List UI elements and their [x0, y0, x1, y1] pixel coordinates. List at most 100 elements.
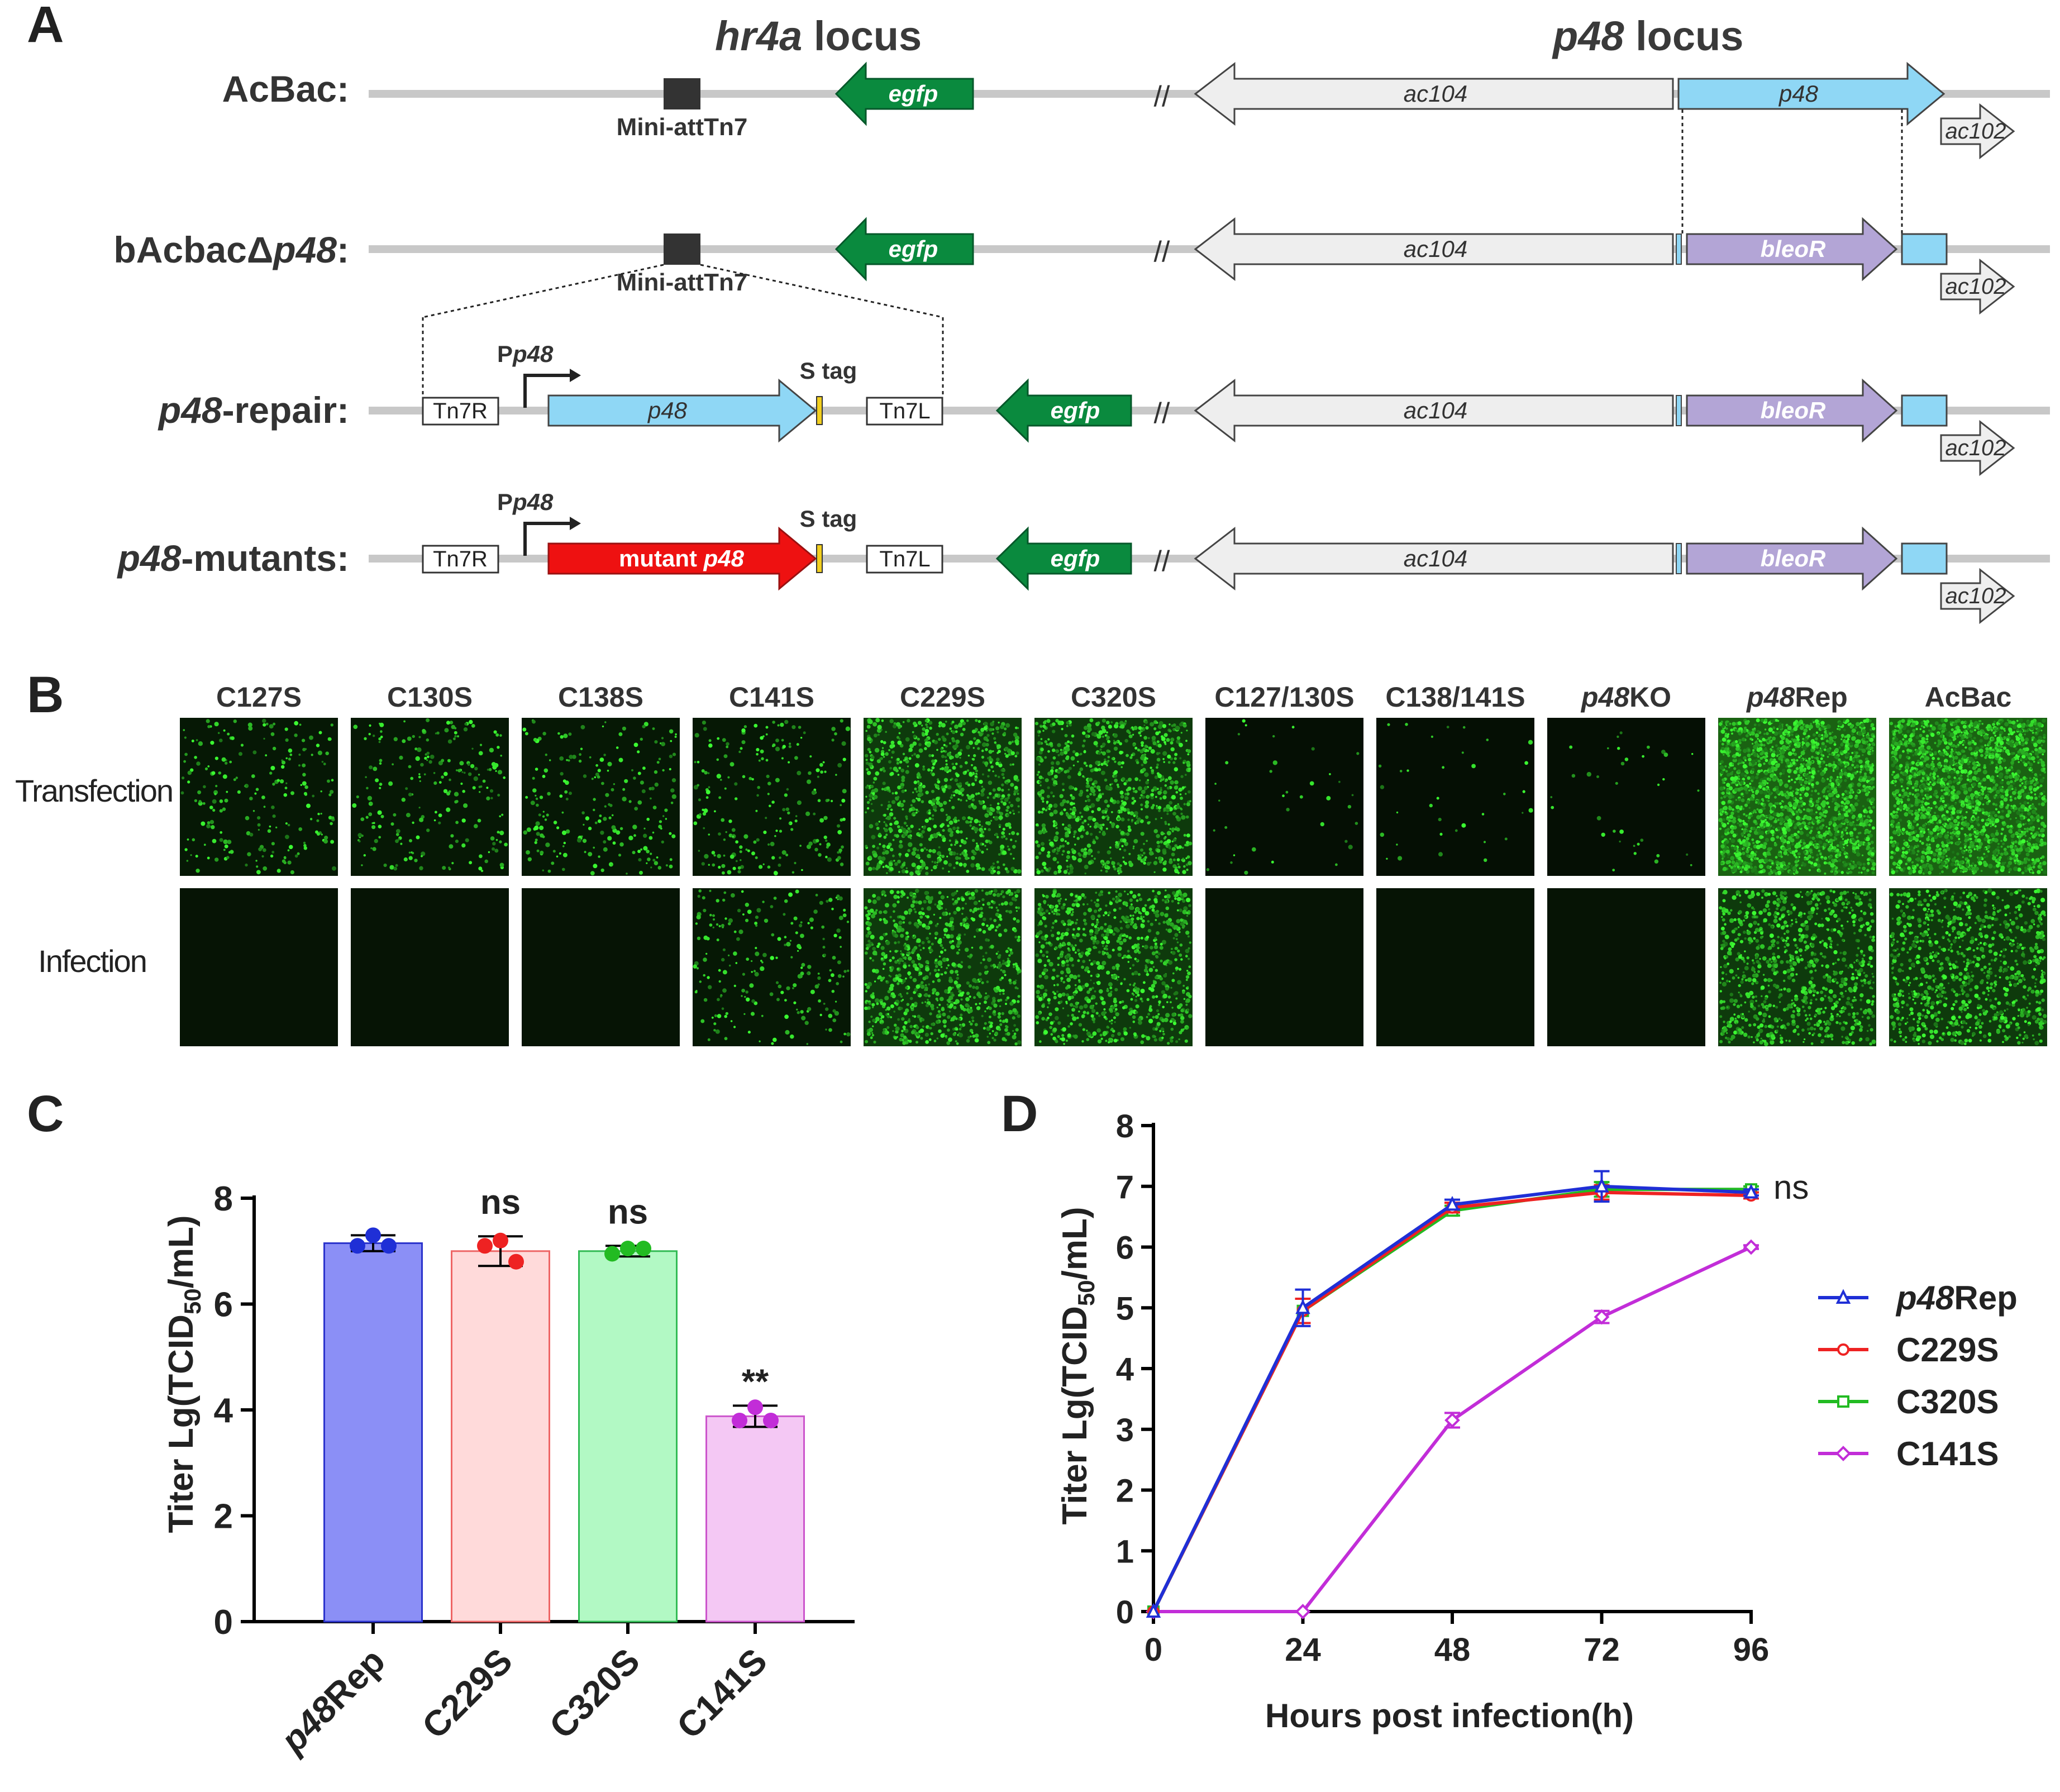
cell-dot	[924, 986, 928, 990]
cell-dot	[942, 750, 945, 752]
cell-dot	[361, 835, 364, 837]
cell-dot	[1072, 750, 1076, 754]
cell-dot	[784, 936, 787, 938]
cell-dot	[997, 802, 1000, 806]
cell-dot	[1114, 988, 1118, 992]
cell-dot	[487, 769, 489, 771]
cell-dot	[455, 821, 459, 824]
cell-dot	[900, 933, 904, 938]
cell-dot	[1045, 950, 1049, 954]
cell-dot	[628, 800, 632, 803]
cell-dot	[1062, 1007, 1065, 1009]
cell-dot	[1123, 783, 1126, 785]
cell-dot	[1119, 870, 1123, 874]
cell-dot	[984, 828, 986, 831]
cell-dot	[913, 780, 918, 784]
cell-dot	[762, 952, 767, 957]
cell-dot	[1123, 1027, 1127, 1031]
cell-dot	[1066, 813, 1070, 817]
cell-dot	[1100, 997, 1104, 1001]
cell-dot	[999, 1005, 1002, 1008]
cell-dot	[915, 808, 918, 811]
cell-dot	[1054, 848, 1056, 851]
cell-dot	[840, 946, 842, 948]
cell-dot	[975, 774, 977, 776]
cell-dot	[588, 826, 592, 831]
cell-dot	[879, 936, 884, 941]
cell-dot	[928, 947, 931, 950]
ac102-label: ac102	[1945, 584, 2006, 608]
cell-dot	[967, 755, 970, 757]
cell-dot	[936, 1007, 938, 1009]
cell-dot	[1133, 1033, 1137, 1037]
cell-dot	[871, 809, 874, 812]
cell-dot	[964, 856, 969, 860]
cell-dot	[1175, 726, 1180, 731]
cell-dot	[454, 735, 457, 738]
cell-dot	[352, 803, 357, 808]
cell-dot	[733, 930, 737, 933]
cell-dot	[1152, 966, 1155, 968]
cell-dot	[878, 856, 882, 860]
cell-dot	[775, 956, 778, 959]
cell-dot	[784, 999, 787, 1002]
cell-dot	[958, 989, 962, 993]
cell-dot	[1141, 727, 1144, 730]
cell-dot	[931, 789, 934, 793]
cell-dot	[1073, 833, 1076, 836]
cell-dot	[1157, 952, 1161, 955]
cell-dot	[750, 1012, 755, 1016]
cell-dot	[306, 803, 311, 808]
cell-dot	[1174, 924, 1179, 930]
cell-dot	[1145, 726, 1149, 730]
cell-dot	[1160, 840, 1163, 843]
cell-dot	[904, 1021, 908, 1025]
cell-dot	[980, 789, 984, 793]
cell-dot	[1125, 935, 1129, 938]
cell-dot	[1100, 823, 1103, 827]
cell-dot	[1002, 863, 1005, 866]
cell-dot	[1775, 856, 1778, 859]
cell-dot	[832, 1018, 837, 1022]
cell-dot	[871, 1034, 875, 1037]
cell-dot	[842, 817, 846, 821]
cell-dot	[894, 933, 899, 938]
cell-dot	[632, 851, 636, 855]
cell-dot	[1131, 726, 1134, 729]
cell-dot	[1122, 856, 1124, 859]
cell-dot	[602, 725, 604, 728]
cell-dot	[833, 933, 837, 938]
cell-dot	[1153, 829, 1158, 833]
cell-dot	[1085, 764, 1088, 767]
cell-dot	[1326, 795, 1331, 800]
cell-dot	[943, 860, 948, 865]
cell-dot	[1075, 1005, 1079, 1009]
cell-dot	[1016, 889, 1021, 894]
cell-dot	[669, 832, 672, 835]
cell-dot	[1105, 785, 1110, 790]
cell-dot	[803, 731, 806, 735]
cell-dot	[983, 722, 988, 726]
cell-dot	[1035, 855, 1039, 860]
cell-dot	[789, 940, 791, 942]
cell-dot	[464, 722, 468, 726]
cell-dot	[941, 946, 945, 950]
cell-dot	[670, 802, 674, 804]
cell-dot	[1014, 891, 1017, 894]
cell-dot	[1057, 754, 1060, 756]
cell-dot	[934, 931, 938, 936]
cell-dot	[1133, 799, 1136, 803]
promoter-arrowhead	[570, 369, 581, 382]
cell-dot	[831, 738, 835, 742]
cell-dot	[943, 949, 947, 952]
cell-dot	[896, 736, 900, 739]
cell-dot	[764, 918, 769, 923]
cell-dot	[893, 766, 898, 771]
fluorescence-image	[1547, 718, 1705, 876]
cell-dot	[1010, 866, 1015, 871]
image-background	[351, 718, 509, 876]
cell-dot	[946, 752, 951, 757]
cell-dot	[1124, 738, 1128, 743]
cell-dot	[1002, 960, 1005, 962]
cell-dot	[989, 761, 993, 764]
